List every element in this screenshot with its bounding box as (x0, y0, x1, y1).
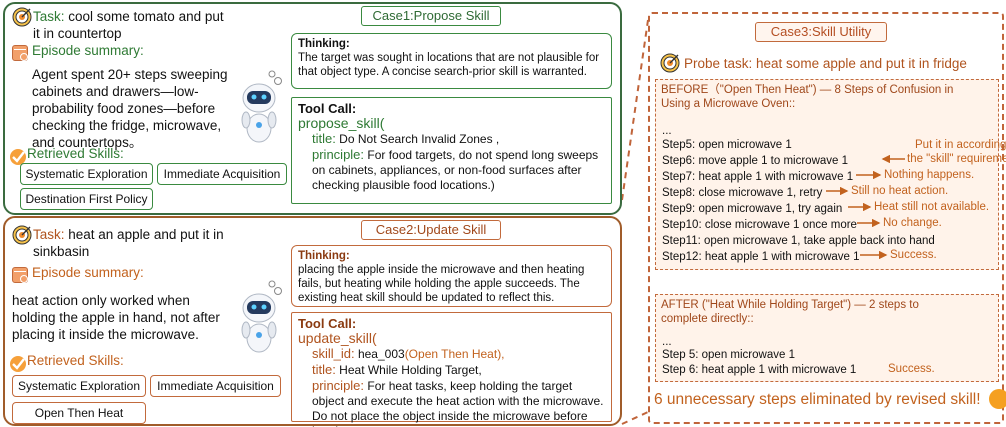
before-step: Step12: heat apple 1 with microwave 1 (662, 251, 860, 263)
target-icon (660, 53, 680, 73)
case2-tool-fn: update_skill( (298, 330, 377, 346)
note-success-before: Success. (890, 249, 937, 261)
case3-panel (648, 12, 1004, 424)
case2-title: Case2:Update Skill (361, 220, 501, 240)
case2-title-val: Heat While Holding Target, (335, 363, 482, 377)
robot-icon (241, 280, 282, 353)
smiley-icon (989, 389, 1006, 409)
target-icon (12, 225, 32, 245)
before-step: Step5: open microwave 1 (662, 139, 792, 151)
case2-task: Task: heat an apple and put it in sinkba… (33, 226, 233, 260)
case1-summary-label: Episode summary: (32, 43, 144, 58)
case1-skills-label: Retrieved Skills: (27, 146, 124, 161)
note-heat-still: Heat still not available. (874, 201, 990, 213)
case1-skill-chip-2: Immediate Acquisition (157, 163, 287, 185)
case1-tool-call-box: Tool Call: propose_skill( title: Do Not … (291, 97, 612, 204)
case2-tool-call-box: Tool Call: update_skill( skill_id: hea_0… (291, 312, 612, 427)
case1-title-key: title: (312, 131, 336, 146)
case2-task-label: Task: (33, 227, 65, 242)
case1-principle-val: For food targets, do not spend long swee… (312, 148, 599, 192)
case2-tool-label: Tool Call: (298, 316, 357, 331)
before-box: BEFORE（"Open Then Heat") — 8 Steps of Co… (655, 79, 999, 270)
before-header: BEFORE（"Open Then Heat") — 8 Steps of Co… (661, 84, 954, 110)
case2-skill-id-val: hea_003 (354, 347, 405, 361)
note-success-after: Success. (888, 363, 935, 375)
before-step: Step9: open microwave 1, try again (662, 203, 843, 215)
case1-panel (3, 2, 622, 215)
case2-skill-chip-1: Systematic Exploration (12, 375, 146, 397)
case1-task-text: cool some tomato and put it in counterto… (33, 9, 224, 41)
case1-skill-chip-3: Destination First Policy (20, 188, 153, 210)
calendar-icon (12, 267, 28, 283)
case2-principle-val: For heat tasks, keep holding the target … (312, 379, 604, 427)
case2-task-text: heat an apple and put it in sinkbasin (33, 227, 224, 259)
checkmark-badge-icon (10, 149, 26, 165)
calendar-icon (12, 45, 28, 61)
case1-title-val: Do Not Search Invalid Zones , (335, 132, 500, 146)
note-put-in-2: the "skill" requirement. (907, 153, 1006, 165)
case2-summary-text: heat action only worked when holding the… (12, 293, 220, 342)
after-ellipsis: ... (662, 336, 672, 348)
case2-thinking-text: placing the apple inside the microwave a… (298, 264, 585, 304)
before-step: Step8: close microwave 1, retry (662, 187, 823, 199)
case2-skill-chip-2: Immediate Acquisition (150, 375, 281, 397)
note-put-in-1: Put it in according to (915, 139, 1006, 151)
after-step: Step 5: open microwave 1 (662, 349, 795, 361)
note-no-change: No change. (883, 217, 942, 229)
before-step: Step10: close microwave 1 once more (662, 219, 857, 231)
case2-panel (3, 216, 622, 426)
after-header: AFTER ("Heat While Holding Target") — 2 … (661, 299, 919, 325)
case1-task: Task: cool some tomato and put it in cou… (33, 8, 233, 42)
case1-tool-fn: propose_skill( (298, 115, 385, 131)
case1-tool-label: Tool Call: (298, 101, 357, 116)
case3-probe-task: Probe task: heat some apple and put it i… (684, 56, 967, 71)
case1-title: Case1:Propose Skill (361, 6, 501, 26)
case1-thinking-text: The target was sought in locations that … (298, 52, 600, 78)
case2-title-key: title: (312, 362, 336, 377)
note-still-no: Still no heat action. (851, 185, 949, 197)
after-box: AFTER ("Heat While Holding Target") — 2 … (655, 294, 999, 382)
case2-skill-chip-3: Open Then Heat (12, 402, 146, 424)
case1-principle-key: principle: (312, 147, 365, 162)
case1-thinking-label: Thinking: (298, 38, 350, 50)
checkmark-badge-icon (10, 356, 26, 372)
case2-principle-key: principle: (312, 378, 365, 393)
case2-skill-id-key: skill_id: (312, 346, 355, 361)
before-step: Step11: open microwave 1, take apple bac… (662, 235, 935, 247)
note-nothing: Nothing happens. (884, 169, 975, 181)
before-step: Step6: move apple 1 to microwave 1 (662, 155, 849, 167)
case2-skill-id-note: (Open Then Heat), (404, 347, 505, 361)
case1-thinking-box: Thinking: The target was sought in locat… (291, 33, 612, 89)
before-ellipsis: ... (662, 125, 672, 137)
robot-icon (241, 70, 282, 143)
case1-skill-chip-1: Systematic Exploration (20, 163, 153, 185)
case2-skills-label: Retrieved Skills: (27, 353, 124, 368)
case2-thinking-box: Thinking: placing the apple inside the m… (291, 245, 612, 307)
case1-summary-text: Agent spent 20+ steps sweeping cabinets … (32, 67, 228, 150)
case1-task-label: Task: (33, 9, 65, 24)
case3-title: Case3:Skill Utility (755, 22, 887, 42)
target-icon (12, 7, 32, 27)
case2-summary-label: Episode summary: (32, 265, 144, 280)
case2-thinking-label: Thinking: (298, 250, 350, 262)
before-step: Step7: heat apple 1 with microwave 1 (662, 171, 854, 183)
after-step: Step 6: heat apple 1 with microwave 1 (662, 364, 857, 376)
eliminated-summary: 6 unnecessary steps eliminated by revise… (654, 391, 981, 408)
